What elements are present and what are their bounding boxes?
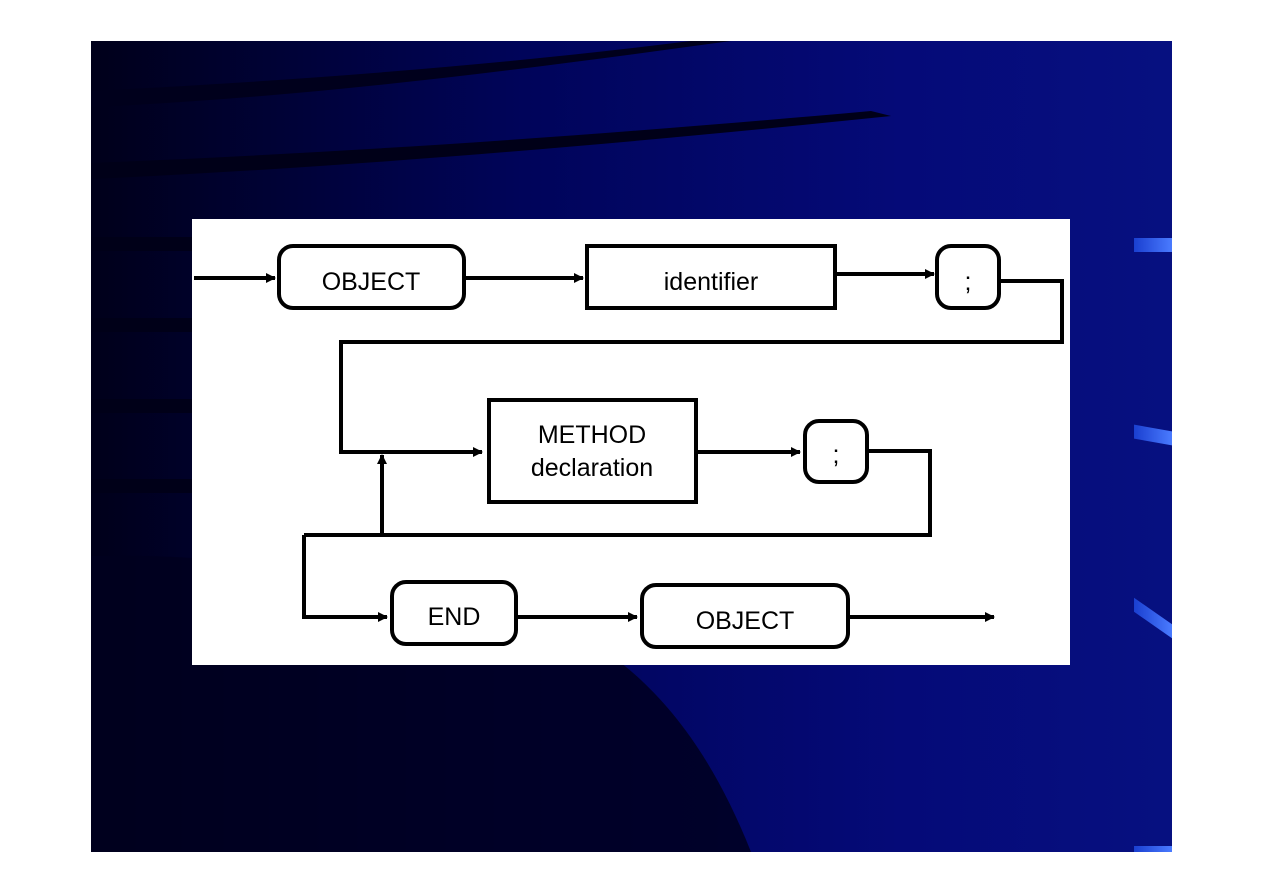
syntax-diagram-panel: OBJECT identifier ; METHOD declaration ; bbox=[192, 219, 1070, 665]
node-identifier-label: identifier bbox=[664, 268, 759, 296]
syntax-diagram: OBJECT identifier ; METHOD declaration ; bbox=[194, 244, 1064, 649]
line-semicolon-to-method bbox=[339, 279, 1064, 457]
node-end-keyword: END bbox=[390, 580, 518, 646]
node-object-keyword-label: OBJECT bbox=[322, 268, 421, 296]
node-method-line1: METHOD bbox=[538, 421, 646, 449]
node-method-declaration: METHOD declaration bbox=[487, 398, 698, 504]
connectors bbox=[194, 269, 1064, 622]
node-semicolon-1-label: ; bbox=[965, 268, 972, 296]
node-identifier: identifier bbox=[585, 244, 837, 310]
node-semicolon-2: ; bbox=[803, 419, 869, 484]
node-end-keyword-label: END bbox=[428, 603, 481, 631]
node-method-line2: declaration bbox=[531, 454, 653, 482]
accent-bar-1 bbox=[1134, 238, 1172, 252]
node-semicolon-1: ; bbox=[935, 244, 1001, 310]
node-semicolon-2-label: ; bbox=[833, 441, 840, 469]
node-object-keyword-end-label: OBJECT bbox=[696, 607, 795, 635]
node-object-keyword: OBJECT bbox=[277, 244, 466, 310]
line-to-end bbox=[302, 535, 388, 622]
loop-back-line bbox=[304, 449, 932, 537]
accent-bar-4 bbox=[1134, 846, 1172, 852]
node-object-keyword-end: OBJECT bbox=[640, 583, 850, 649]
